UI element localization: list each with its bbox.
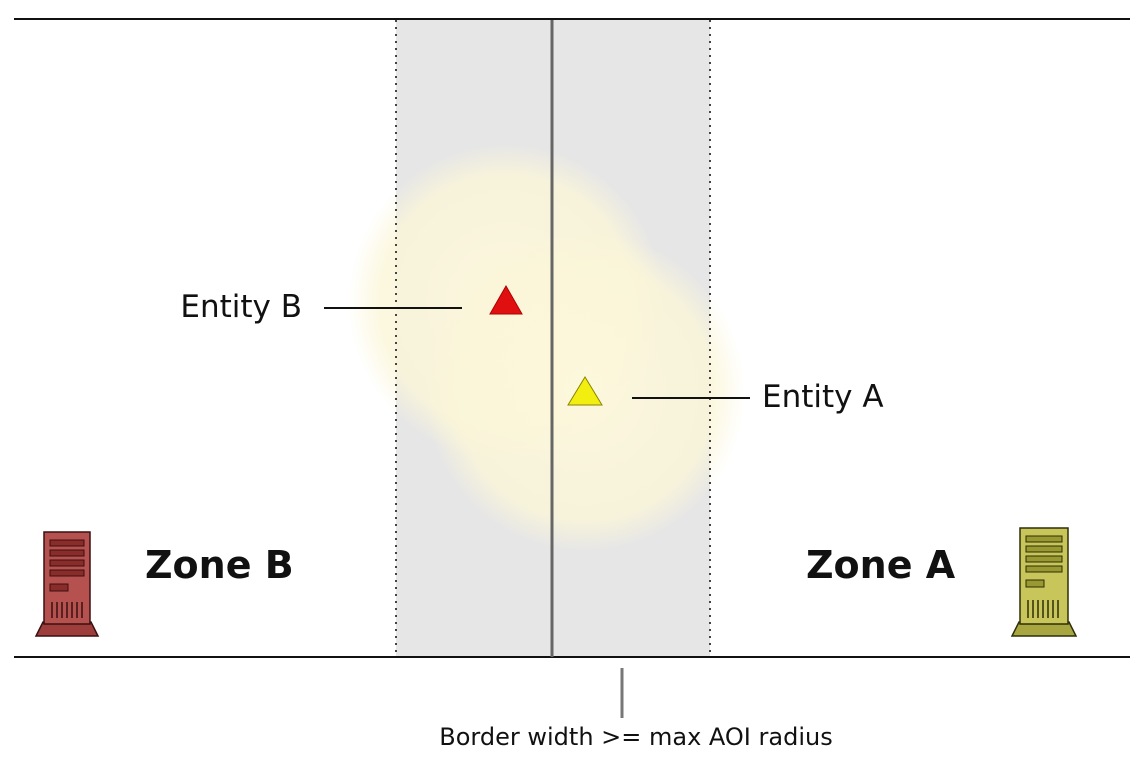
entity-b-label: Entity B	[180, 289, 302, 325]
zone-b-label: Zone B	[145, 543, 294, 587]
entity-a-triangle	[567, 376, 603, 406]
entity-a-label: Entity A	[762, 379, 884, 415]
zone-a-label: Zone A	[806, 543, 956, 587]
zone-a-server-icon	[1010, 527, 1078, 637]
border-width-caption: Border width >= max AOI radius	[439, 723, 832, 751]
zone-b-server-icon	[34, 531, 100, 637]
entity-b-triangle	[489, 284, 523, 315]
